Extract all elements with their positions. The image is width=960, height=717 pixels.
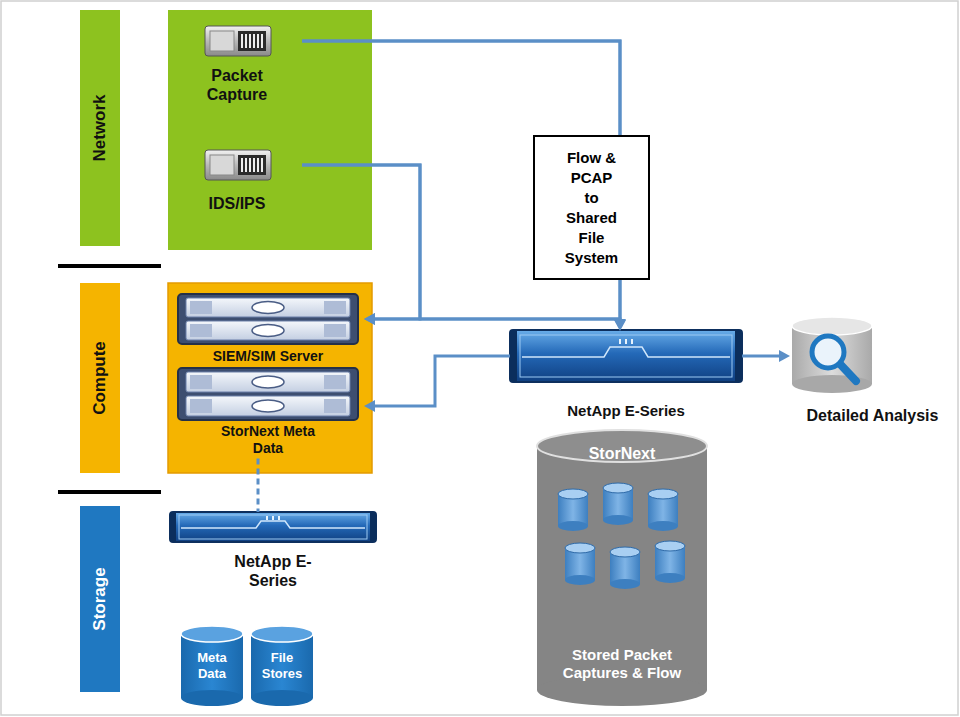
icon-space	[790, 316, 955, 394]
connector	[302, 165, 420, 319]
connector	[257, 459, 260, 512]
section-band: Network	[80, 10, 120, 246]
band-label: Network	[90, 94, 110, 161]
storage-cylinder: StorNextStored Packet Captures & Flow	[537, 428, 707, 708]
data-cylinder: File Stores	[251, 626, 313, 706]
server-node: Packet Capture	[172, 26, 302, 104]
storage-array: NetApp E-Series	[168, 512, 378, 590]
node-label: NetApp E-Series	[228, 552, 318, 590]
section-band: Storage	[80, 506, 120, 692]
store-label: Stored Packet Captures & Flow	[547, 646, 697, 682]
cylinder-label: Meta Data	[186, 650, 238, 681]
icon-space	[172, 26, 302, 56]
icon-space	[172, 150, 302, 180]
analysis-icon: Detailed Analysis	[790, 316, 955, 425]
connector	[375, 356, 510, 406]
connector	[742, 355, 779, 358]
server-node: StorNext Meta Data	[172, 368, 364, 457]
node-label: IDS/IPS	[182, 194, 292, 213]
node-label: NetApp E-Series	[516, 402, 736, 420]
icon-space	[172, 294, 364, 344]
data-cylinder: Meta Data	[181, 626, 243, 706]
edge-label: Flow & PCAP to Shared File System	[533, 135, 650, 280]
band-label: Compute	[90, 341, 110, 415]
storage-array: NetApp E-Series	[510, 330, 742, 420]
server-node: SIEM/SIM Server	[172, 294, 364, 365]
icon-space	[168, 512, 378, 542]
icon-space	[510, 330, 742, 382]
icon-space	[172, 368, 364, 420]
store-title: StorNext	[547, 444, 697, 463]
node-label: StorNext Meta Data	[209, 423, 327, 457]
server-node: IDS/IPS	[172, 150, 302, 213]
cylinder-label: File Stores	[256, 650, 308, 681]
section-band: Compute	[80, 283, 120, 473]
node-label: Detailed Analysis	[793, 406, 953, 425]
band-label: Storage	[90, 567, 110, 630]
node-label: Packet Capture	[195, 66, 279, 104]
node-label: SIEM/SIM Server	[178, 348, 358, 365]
